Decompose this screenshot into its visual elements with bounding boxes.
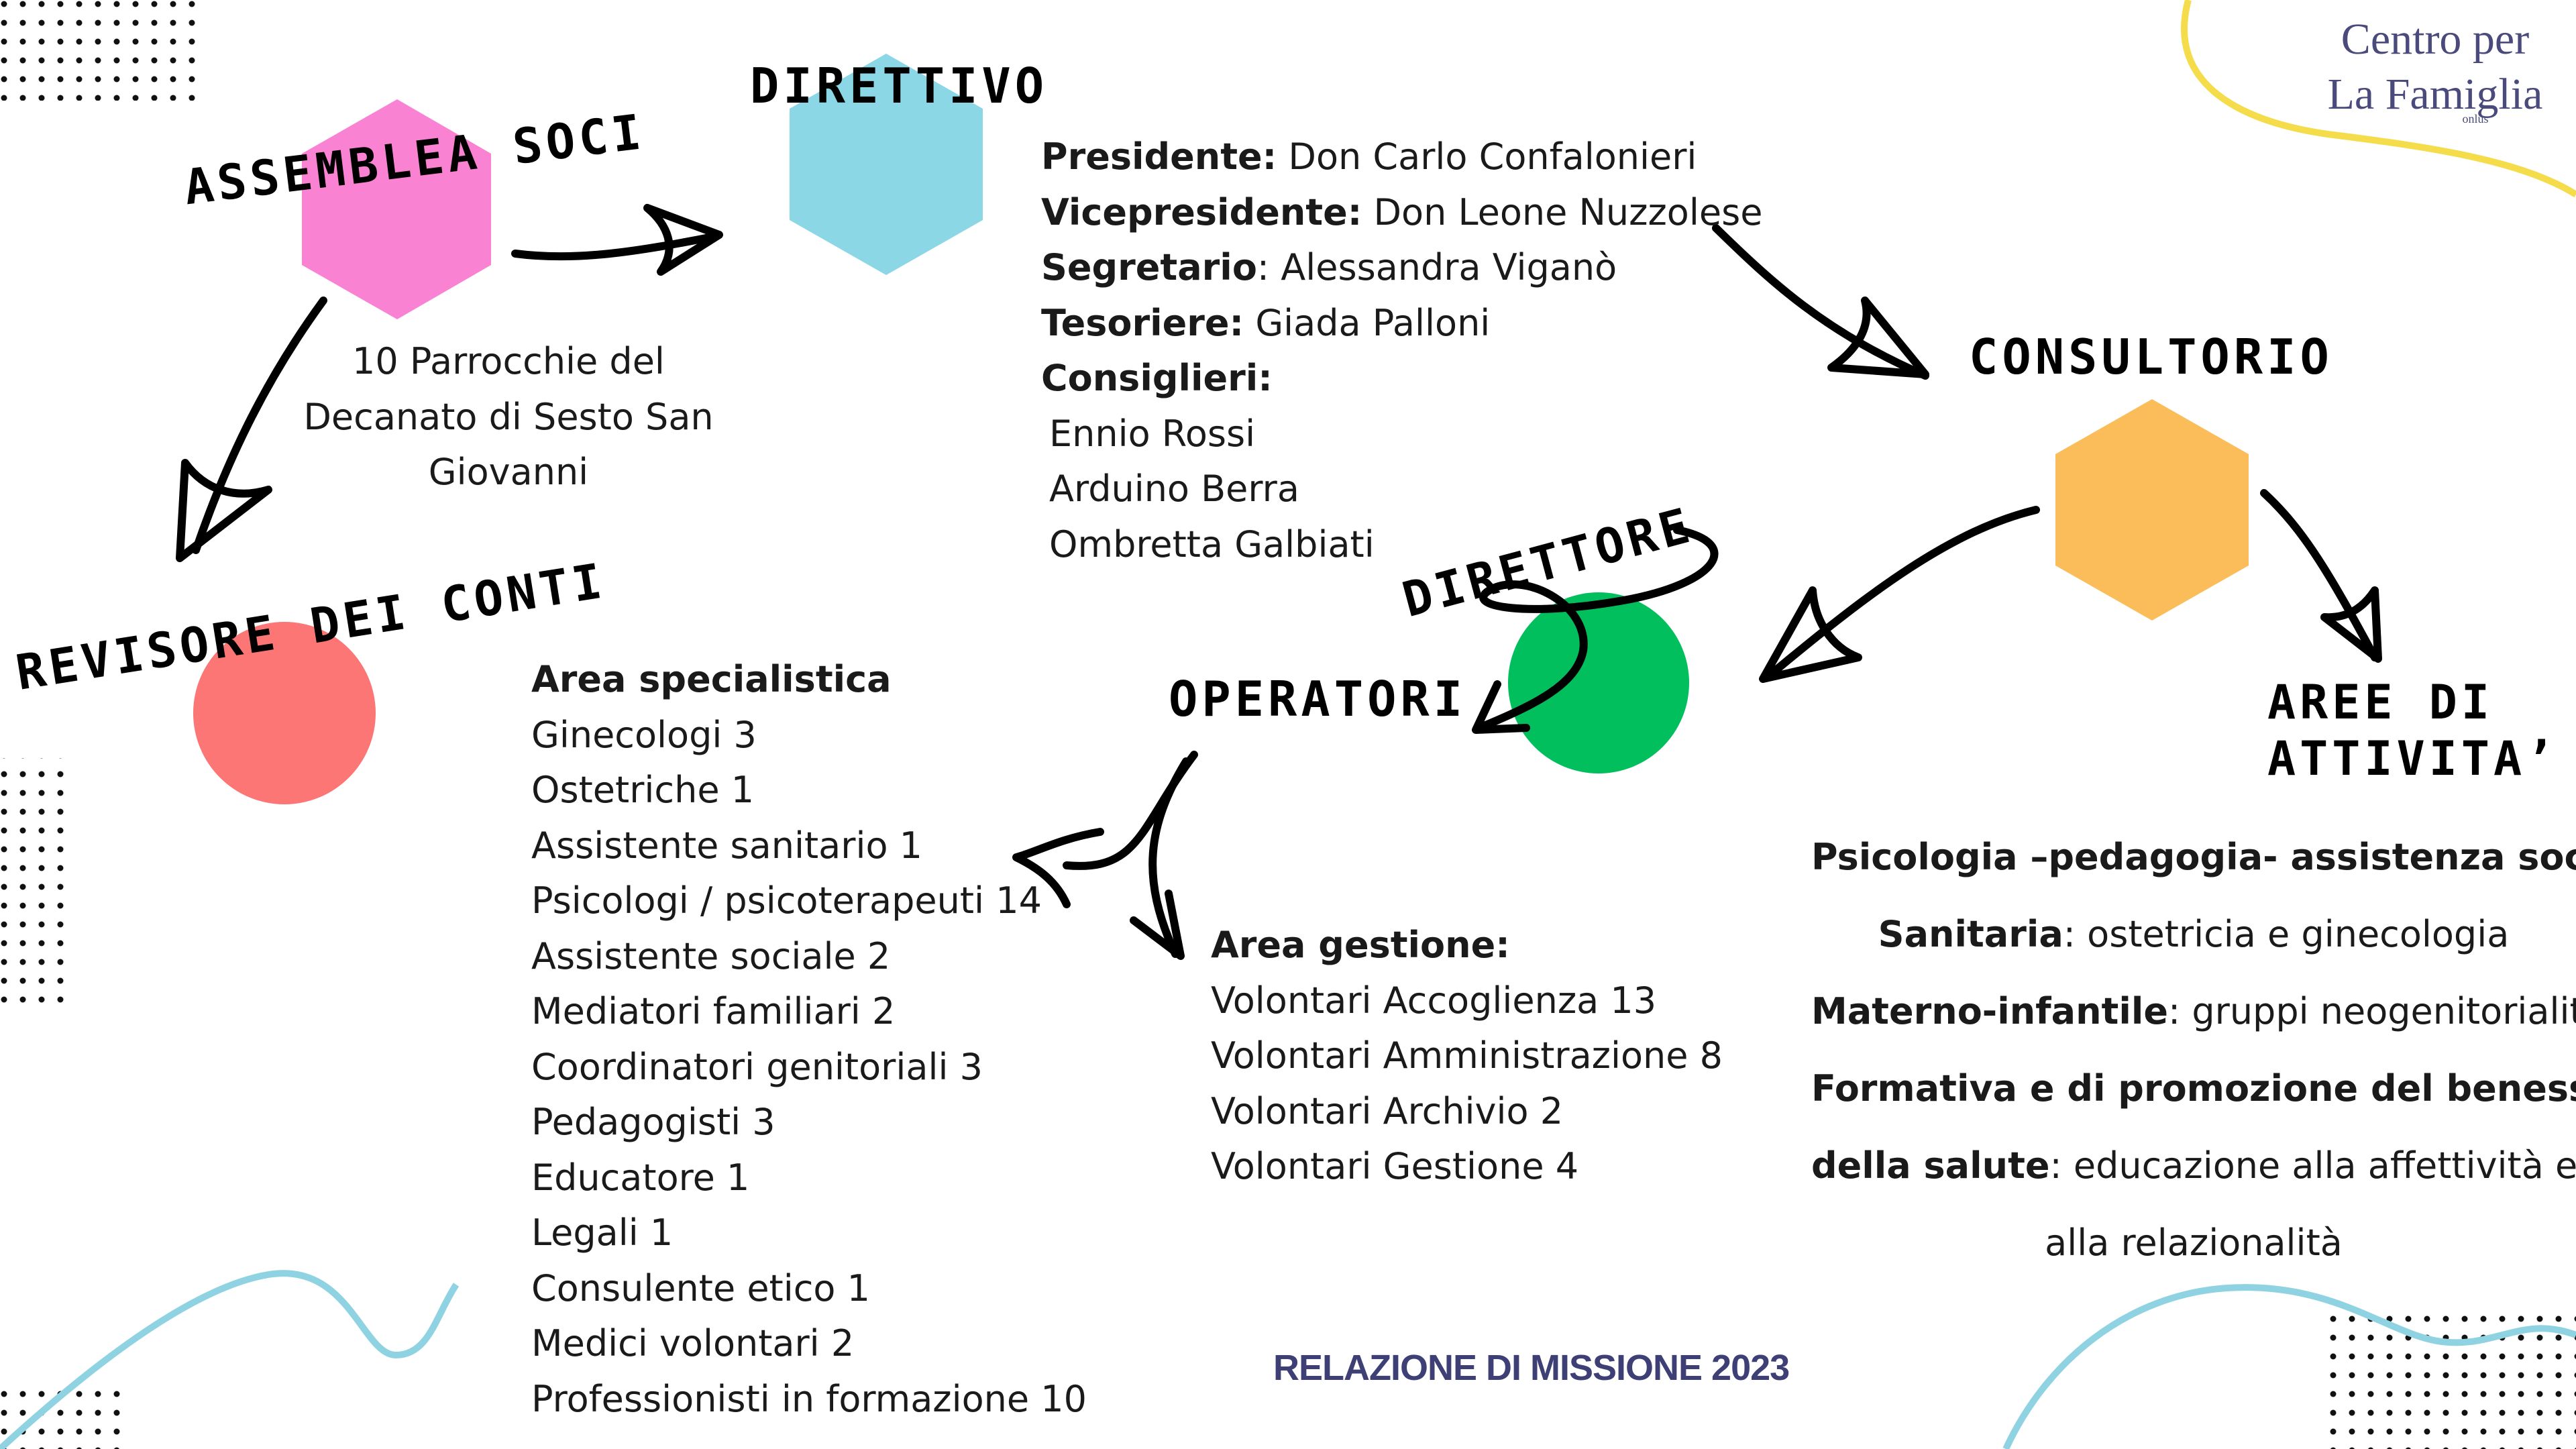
aree-item-rest: : educazione alla affettività e bbox=[2049, 1144, 2576, 1187]
arrow-assemblea-revisore bbox=[192, 297, 327, 554]
area-specialistica: Area specialistica Ginecologi 3 Ostetric… bbox=[531, 652, 1087, 1427]
specialistica-item: Legali 1 bbox=[531, 1212, 674, 1254]
brand-line-1: Centro per bbox=[2341, 15, 2530, 64]
member-row: Consiglieri: bbox=[1041, 351, 1762, 407]
specialistica-item: Assistente sociale 2 bbox=[531, 934, 891, 977]
gestione-item: Volontari Archivio 2 bbox=[1211, 1089, 1564, 1132]
aree-item-bold: Formativa e di promozione del benessere bbox=[1811, 1067, 2576, 1110]
area-specialistica-header: Area specialistica bbox=[531, 658, 892, 700]
direttivo-members: Presidente: Don Carlo Confalonieri Vicep… bbox=[1041, 129, 1762, 572]
arrow-direttivo-consultorio bbox=[1712, 224, 1929, 380]
aree-item-bold: Sanitaria bbox=[1878, 913, 2063, 955]
aree-item: Sanitaria: ostetricia e ginecologia bbox=[1811, 896, 2576, 973]
specialistica-item: Pedagogisti 3 bbox=[531, 1101, 775, 1143]
arrow-direttore-loop bbox=[1475, 526, 1719, 732]
arrow-assemblea-direttivo bbox=[511, 232, 720, 261]
aree-attivita-list: Psicologia –pedagogia- assistenza social… bbox=[1811, 818, 2576, 1281]
assemblea-hexagon bbox=[302, 99, 491, 319]
arrowhead-operatori bbox=[1759, 586, 1862, 683]
arrowhead-gestione bbox=[1130, 890, 1185, 960]
arrowhead-consultorio bbox=[1827, 297, 1929, 378]
direttivo-hexagon bbox=[790, 54, 983, 275]
aree-item-bold: Materno-infantile bbox=[1811, 990, 2168, 1032]
aree-item: Formativa e di promozione del benessere bbox=[1811, 1050, 2576, 1127]
direttivo-title: DIRETTIVO bbox=[750, 58, 1049, 114]
arrowhead-revisore bbox=[176, 459, 272, 562]
specialistica-item: Mediatori familiari 2 bbox=[531, 990, 896, 1032]
aree-item: alla relazionalità bbox=[1811, 1204, 2576, 1281]
member-role: Vicepresidente: bbox=[1041, 191, 1362, 233]
blue-curve-bottom-left bbox=[0, 1270, 460, 1449]
aree-item-rest: : gruppi neogenitorialità bbox=[2167, 990, 2576, 1032]
gestione-item: Volontari Amministrazione 8 bbox=[1211, 1034, 1723, 1077]
member-row: Presidente: Don Carlo Confalonieri bbox=[1041, 129, 1762, 185]
aree-title-line-1: AREE DI bbox=[2267, 675, 2494, 730]
member-row: Tesoriere: Giada Palloni bbox=[1041, 296, 1762, 352]
dot-pattern-left bbox=[0, 758, 68, 1006]
brand-suffix: onlus bbox=[2462, 112, 2489, 125]
arrowhead-aree bbox=[2320, 586, 2382, 663]
member-name: : Alessandra Viganò bbox=[1256, 246, 1617, 288]
aree-item: della salute: educazione alla affettivit… bbox=[1811, 1127, 2576, 1204]
arrowhead-direttivo bbox=[643, 204, 723, 276]
member-name: Don Carlo Confalonieri bbox=[1277, 136, 1697, 178]
consultorio-title: CONSULTORIO bbox=[1969, 329, 2333, 385]
area-gestione: Area gestione: Volontari Accoglienza 13 … bbox=[1211, 918, 1723, 1195]
area-gestione-header: Area gestione: bbox=[1211, 924, 1510, 966]
revisore-circle bbox=[193, 622, 376, 804]
assemblea-description-line: 10 Parrocchie del bbox=[352, 340, 665, 382]
member-row: Segretario: Alessandra Viganò bbox=[1041, 240, 1762, 296]
consigliere-item: Ombretta Galbiati bbox=[1049, 523, 1375, 566]
footer-title: RELAZIONE DI MISSIONE 2023 bbox=[1273, 1348, 1790, 1388]
member-role: Segretario bbox=[1041, 246, 1257, 288]
member-name: Don Leone Nuzzolese bbox=[1362, 191, 1763, 233]
brand-logo: Centro per La Famiglia onlus bbox=[2301, 12, 2569, 125]
consigliere-item: Ennio Rossi bbox=[1049, 412, 1256, 455]
direttore-circle bbox=[1508, 592, 1689, 773]
aree-title: AREE DI ATTIVITA’ bbox=[2267, 674, 2559, 787]
consigliere-item: Arduino Berra bbox=[1049, 468, 1299, 510]
member-role: Presidente: bbox=[1041, 136, 1277, 178]
operatori-title: OPERATORI bbox=[1169, 671, 1467, 727]
specialistica-item: Consulente etico 1 bbox=[531, 1267, 870, 1309]
specialistica-item: Ginecologi 3 bbox=[531, 713, 757, 756]
specialistica-item: Professionisti in formazione 10 bbox=[531, 1377, 1087, 1420]
specialistica-item: Medici volontari 2 bbox=[531, 1322, 855, 1364]
specialistica-item: Ostetriche 1 bbox=[531, 769, 755, 811]
assemblea-description-line: Decanato di Sesto San bbox=[303, 395, 714, 438]
member-role: Consiglieri: bbox=[1041, 357, 1273, 399]
aree-item-rest: : ostetricia e ginecologia bbox=[2063, 913, 2510, 955]
gestione-item: Volontari Gestione 4 bbox=[1211, 1145, 1579, 1187]
aree-item-rest: alla relazionalità bbox=[2045, 1222, 2343, 1264]
member-name: Giada Palloni bbox=[1244, 301, 1491, 344]
specialistica-item: Coordinatori genitoriali 3 bbox=[531, 1045, 983, 1088]
specialistica-item: Assistente sanitario 1 bbox=[531, 824, 923, 867]
aree-item-bold: della salute bbox=[1811, 1144, 2050, 1187]
aree-item-bold: Psicologia –pedagogia- assistenza social… bbox=[1811, 836, 2576, 878]
arrow-operatori-gestione bbox=[1148, 757, 1190, 958]
specialistica-item: Psicologi / psicoterapeuti 14 bbox=[531, 879, 1042, 922]
arrow-consultorio-aree bbox=[2260, 489, 2379, 661]
dot-pattern-top-left bbox=[0, 0, 196, 101]
aree-title-line-2: ATTIVITA’ bbox=[2267, 731, 2559, 786]
arrowhead-direttore bbox=[1472, 680, 1530, 734]
consultorio-hexagon bbox=[2055, 399, 2249, 621]
assemblea-description: 10 Parrocchie del Decanato di Sesto San … bbox=[280, 334, 737, 500]
member-role: Tesoriere: bbox=[1041, 301, 1244, 344]
assemblea-description-line: Giovanni bbox=[428, 451, 589, 493]
arrow-consultorio-operatori bbox=[1767, 506, 2040, 678]
member-row: Vicepresidente: Don Leone Nuzzolese bbox=[1041, 185, 1762, 241]
aree-item: Psicologia –pedagogia- assistenza social… bbox=[1811, 818, 2576, 896]
specialistica-item: Educatore 1 bbox=[531, 1156, 750, 1199]
yellow-curve bbox=[2181, 0, 2576, 198]
blue-curve-bottom-right bbox=[2002, 1284, 2576, 1449]
arrowhead-specialistica bbox=[1012, 828, 1104, 908]
brand-line-2: La Famiglia bbox=[2327, 70, 2543, 119]
gestione-item: Volontari Accoglienza 13 bbox=[1211, 979, 1657, 1022]
aree-item: Materno-infantile: gruppi neogenitoriali… bbox=[1811, 973, 2576, 1050]
dot-pattern-bottom-right bbox=[2318, 1315, 2576, 1449]
